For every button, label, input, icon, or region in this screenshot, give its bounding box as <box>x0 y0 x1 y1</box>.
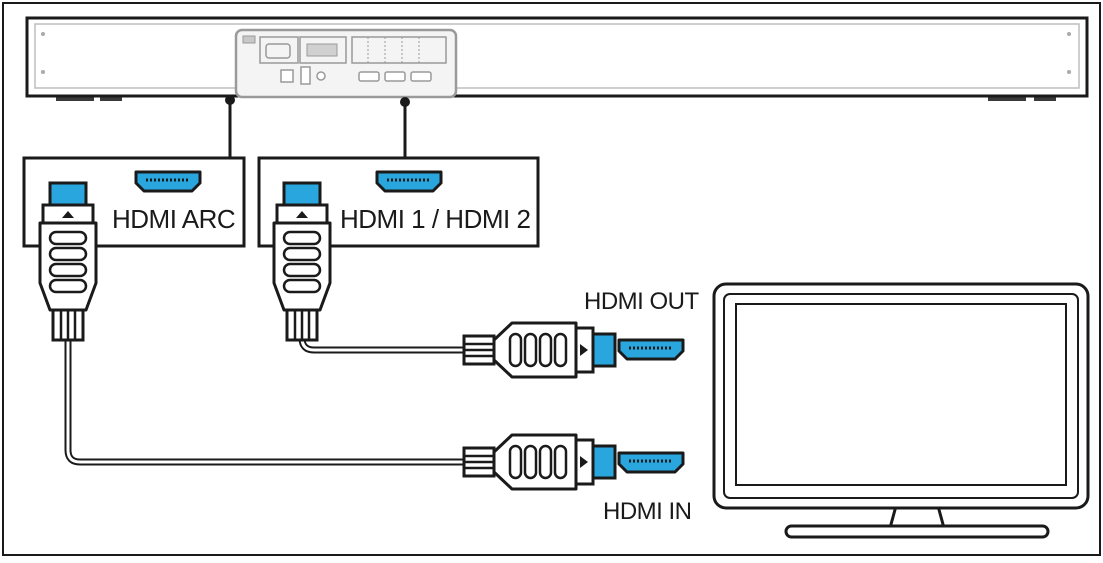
tv-icon <box>712 282 1090 539</box>
callout-leaders <box>225 95 410 158</box>
hdmi-port-icon <box>617 451 685 474</box>
hdmi-in-label: HDMI IN <box>603 498 692 525</box>
hdmi-port-icon <box>617 338 685 361</box>
hdmi-arc-label: HDMI ARC <box>112 204 235 234</box>
hdmi-port-icon <box>134 170 202 193</box>
hdmi-port-icon <box>375 170 443 193</box>
soundbar-icon <box>25 16 1089 101</box>
hdmi-1-2-label: HDMI 1 / HDMI 2 <box>340 204 530 234</box>
hdmi-out-label: HDMI OUT <box>584 288 699 315</box>
rear-connector-panel <box>234 28 458 99</box>
